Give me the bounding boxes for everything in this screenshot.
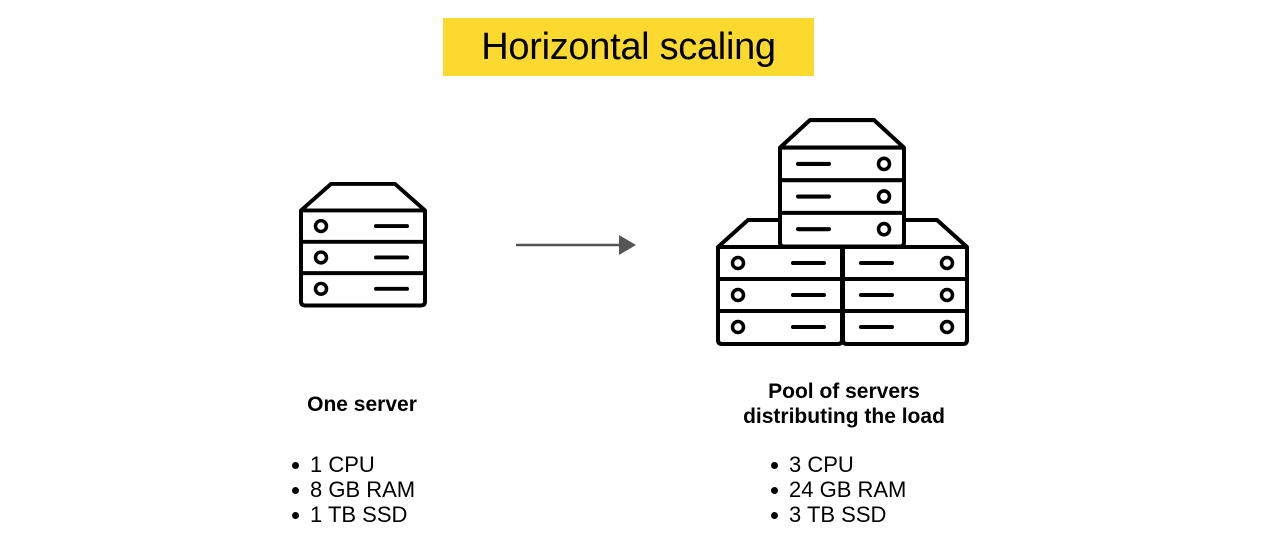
spec-item: 8 GB RAM bbox=[288, 477, 415, 502]
single-server-specs: 1 CPU 8 GB RAM 1 TB SSD bbox=[288, 452, 415, 527]
server-pool-caption: Pool of servers distributing the load bbox=[694, 379, 994, 429]
diagram-title: Horizontal scaling bbox=[481, 25, 776, 68]
server-pool-caption-line-1: Pool of servers bbox=[768, 380, 920, 403]
spec-item: 24 GB RAM bbox=[767, 477, 906, 502]
single-server-caption: One server bbox=[307, 393, 417, 416]
spec-item: 3 TB SSD bbox=[767, 502, 906, 527]
server-pool-icon bbox=[716, 120, 969, 346]
spec-item: 1 CPU bbox=[288, 452, 415, 477]
spec-item: 3 CPU bbox=[767, 452, 906, 477]
title-banner: Horizontal scaling bbox=[443, 18, 814, 76]
spec-item: 1 TB SSD bbox=[288, 502, 415, 527]
server-pool-caption-line-2: distributing the load bbox=[743, 405, 945, 428]
server-icon bbox=[780, 120, 904, 246]
server-pool-specs: 3 CPU 24 GB RAM 3 TB SSD bbox=[767, 452, 906, 527]
server-icon bbox=[299, 181, 427, 308]
arrow-right-icon bbox=[516, 235, 636, 255]
